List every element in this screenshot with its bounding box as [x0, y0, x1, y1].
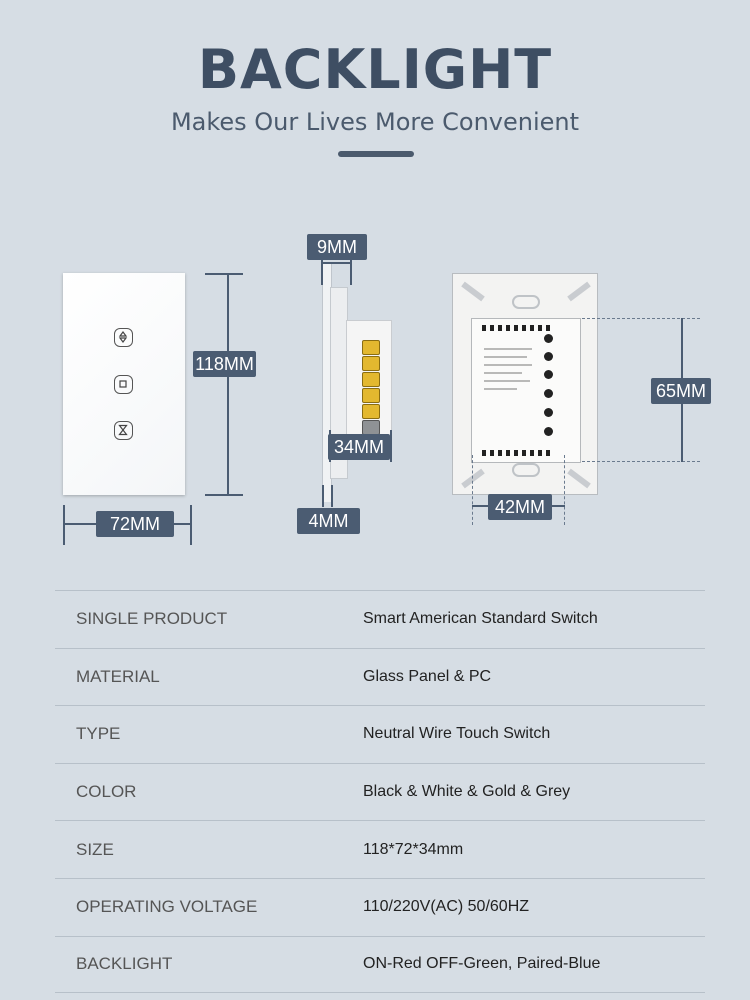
spec-value: 110/220V(AC) 50/60HZ [363, 898, 530, 916]
table-row: TYPE Neutral Wire Touch Switch [55, 705, 705, 763]
table-row: COLOR Black & White & Gold & Grey [55, 762, 705, 821]
spec-key: COLOR [76, 782, 137, 802]
spec-key: BACKLIGHT [76, 954, 173, 974]
dim-line-panel [321, 262, 351, 264]
terminal-screw [362, 388, 380, 403]
spec-key: MATERIAL [76, 666, 160, 686]
switch-front-panel [63, 273, 185, 495]
dim-label-module-height: 65MM [651, 378, 711, 404]
dim-guide [564, 455, 565, 525]
dim-tick [63, 505, 65, 545]
dim-tick [321, 255, 323, 285]
page-title: BACKLIGHT [197, 38, 553, 101]
square-stop-icon [114, 375, 133, 394]
spec-key: OPERATING VOLTAGE [76, 897, 258, 917]
dim-tick [390, 430, 392, 462]
title-underline [338, 151, 414, 157]
spec-key: TYPE [76, 724, 121, 744]
table-row: SIZE 118*72*34mm [55, 820, 705, 878]
dim-guide [472, 455, 473, 525]
dim-guide [582, 318, 700, 319]
table-row: BACKLIGHT ON-Red OFF-Green, Paired-Blue [55, 935, 705, 994]
page-subtitle: Makes Our Lives More Convenient [170, 108, 580, 136]
table-row: OPERATING VOLTAGE 110/220V(AC) 50/60HZ [55, 877, 705, 936]
dim-guide [582, 461, 700, 462]
dim-tick [331, 485, 333, 507]
terminal-hole [544, 370, 553, 379]
dim-label-depth: 34MM [328, 434, 390, 460]
spec-value: 118*72*34mm [363, 840, 464, 858]
dim-tick [322, 485, 324, 507]
dim-tick [205, 273, 243, 275]
spec-key: SIZE [76, 839, 114, 859]
spec-value: Neutral Wire Touch Switch [363, 725, 551, 743]
up-down-arrows-icon [114, 328, 133, 347]
dim-line-height [227, 273, 229, 495]
dim-label-glass: 4MM [297, 508, 360, 534]
table-row: MATERIAL Glass Panel & PC [55, 647, 705, 706]
terminal-hole [544, 408, 553, 417]
terminal-hole [544, 389, 553, 398]
spec-value: Black & White & Gold & Grey [363, 783, 571, 801]
spec-key: SINGLE PRODUCT [76, 609, 228, 629]
terminal-hole [544, 334, 553, 343]
terminal-hole [544, 352, 553, 361]
hourglass-icon [114, 421, 133, 440]
dim-label-panel: 9MM [307, 234, 367, 260]
spec-value: ON-Red OFF-Green, Paired-Blue [363, 955, 601, 973]
dim-label-module-width: 42MM [488, 494, 552, 520]
dim-tick [205, 494, 243, 496]
terminal-screw [362, 404, 380, 419]
spec-value: Glass Panel & PC [363, 667, 492, 685]
terminal-screw [362, 372, 380, 387]
switch-back-module [471, 318, 581, 463]
spec-table: SINGLE PRODUCT Smart American Standard S… [55, 590, 705, 994]
dim-tick [190, 505, 192, 545]
dim-label-height: 118MM [193, 351, 256, 377]
terminal-screw [362, 340, 380, 355]
dim-label-width: 72MM [96, 511, 174, 537]
spec-value: Smart American Standard Switch [363, 610, 598, 628]
terminal-screw [362, 356, 380, 371]
dim-tick [350, 255, 352, 285]
terminal-screw [362, 420, 380, 435]
table-row: SINGLE PRODUCT Smart American Standard S… [55, 590, 705, 648]
terminal-hole [544, 427, 553, 436]
